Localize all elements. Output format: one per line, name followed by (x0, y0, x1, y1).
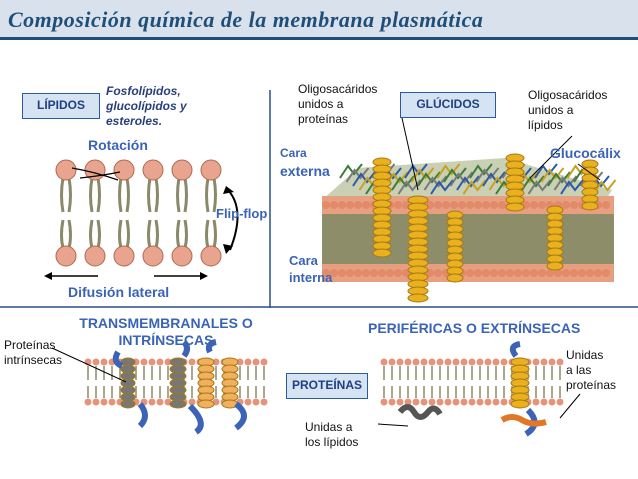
lipidos-description: Fosfolípidos, glucolípidos y esteroles. (106, 84, 187, 129)
intrinsic-proteins-illustration (84, 339, 270, 435)
phospholipid-head (55, 245, 77, 267)
lipidos-box: LÍPIDOS (22, 93, 100, 119)
phospholipid-head (55, 159, 77, 181)
peripheral-proteins-illustration (380, 341, 564, 437)
lipidos-desc-line-2: glucolípidos y (106, 99, 187, 113)
oligo-lipids-line-1: Oligosacáridos (528, 88, 608, 102)
oligo-proteins-line-1: Oligosacáridos (298, 82, 378, 96)
pointer-oligo-lipids (529, 135, 573, 179)
pointer-intrinsic (51, 347, 127, 383)
oligo-proteins-line-3: proteínas (298, 112, 349, 126)
cara-externa-line-2: externa (280, 163, 330, 179)
phospholipid-head (171, 159, 193, 181)
lipidos-desc-line-3: esteroles. (106, 114, 163, 128)
membrane-block-illustration (322, 153, 617, 303)
oligo-lipids-label: Oligosacáridos unidos a lípidos (528, 88, 607, 133)
phospholipid-head (200, 245, 222, 267)
oligo-proteins-line-2: unidos a (298, 97, 344, 111)
unidas-lipidos-line-1: Unidas a (305, 420, 353, 434)
intrinsecas-line-1: Proteínas (4, 338, 56, 352)
transmembranales-line-2: INTRÍNSECAS (118, 332, 214, 348)
pointer-unidas-proteinas (559, 393, 581, 419)
oligo-lipids-line-2: unidos a (528, 103, 574, 117)
glucidos-box: GLÚCIDOS (400, 92, 496, 118)
cara-interna-line-2: interna (289, 270, 333, 285)
unidas-lipidos-line-2: los lípidos (305, 435, 359, 449)
unidas-proteinas-line-1: Unidas (566, 348, 604, 362)
cara-externa-line-1: Cara (280, 146, 307, 160)
oligo-proteins-label: Oligosacáridos unidos a proteínas (298, 82, 377, 127)
rotation-label: Rotación (88, 137, 148, 153)
lateral-diffusion-label: Difusión lateral (68, 284, 170, 300)
unidas-proteinas-line-3: proteínas (566, 378, 617, 392)
pointer-unidas-lipidos (377, 423, 409, 427)
phospholipid-head (113, 245, 135, 267)
transmembranales-line-1: TRANSMEMBRANALES O (79, 315, 253, 331)
phospholipid-head (200, 159, 222, 181)
phospholipid-head (142, 245, 164, 267)
pointer-glucocalix (577, 163, 601, 181)
page-title: Composición química de la membrana plasm… (0, 0, 638, 40)
oligo-lipids-line-3: lípidos (528, 118, 563, 132)
intrinsecas-line-2: intrínsecas (4, 353, 63, 367)
unidas-proteinas-line-2: a las (566, 363, 592, 377)
cara-interna-label: Cara interna (289, 252, 332, 286)
flipflop-label: Flip-flop (216, 206, 268, 221)
flipflop-arrow (227, 189, 239, 251)
phospholipid-head (84, 245, 106, 267)
glucocalix-label: Glucocálix (550, 145, 621, 161)
transmembranales-label: TRANSMEMBRANALES O INTRÍNSECAS (66, 315, 266, 349)
intrinsecas-label: Proteínas intrínsecas (4, 338, 62, 368)
pointer-oligo-proteins (401, 117, 419, 191)
flipflop-arrowhead-top (223, 186, 234, 194)
rotation-arrow-2 (79, 171, 121, 179)
lipid-bilayer-illustration (55, 159, 222, 267)
unidas-proteinas-label: Unidas a las proteínas (566, 348, 616, 393)
phospholipid-head (142, 159, 164, 181)
perifericas-label: PERIFÉRICAS O EXTRÍNSECAS (368, 320, 581, 336)
phospholipid-head (171, 245, 193, 267)
cara-interna-line-1: Cara (289, 253, 318, 268)
flipflop-arrowhead-bottom (223, 244, 233, 254)
phospholipid-head (113, 159, 135, 181)
unidas-lipidos-label: Unidas a los lípidos (305, 420, 358, 450)
rotation-arrow (71, 167, 119, 181)
cara-externa-label: Cara externa (280, 144, 330, 180)
lipidos-desc-line-1: Fosfolípidos, (106, 84, 181, 98)
proteinas-box: PROTEÍNAS (286, 373, 368, 399)
